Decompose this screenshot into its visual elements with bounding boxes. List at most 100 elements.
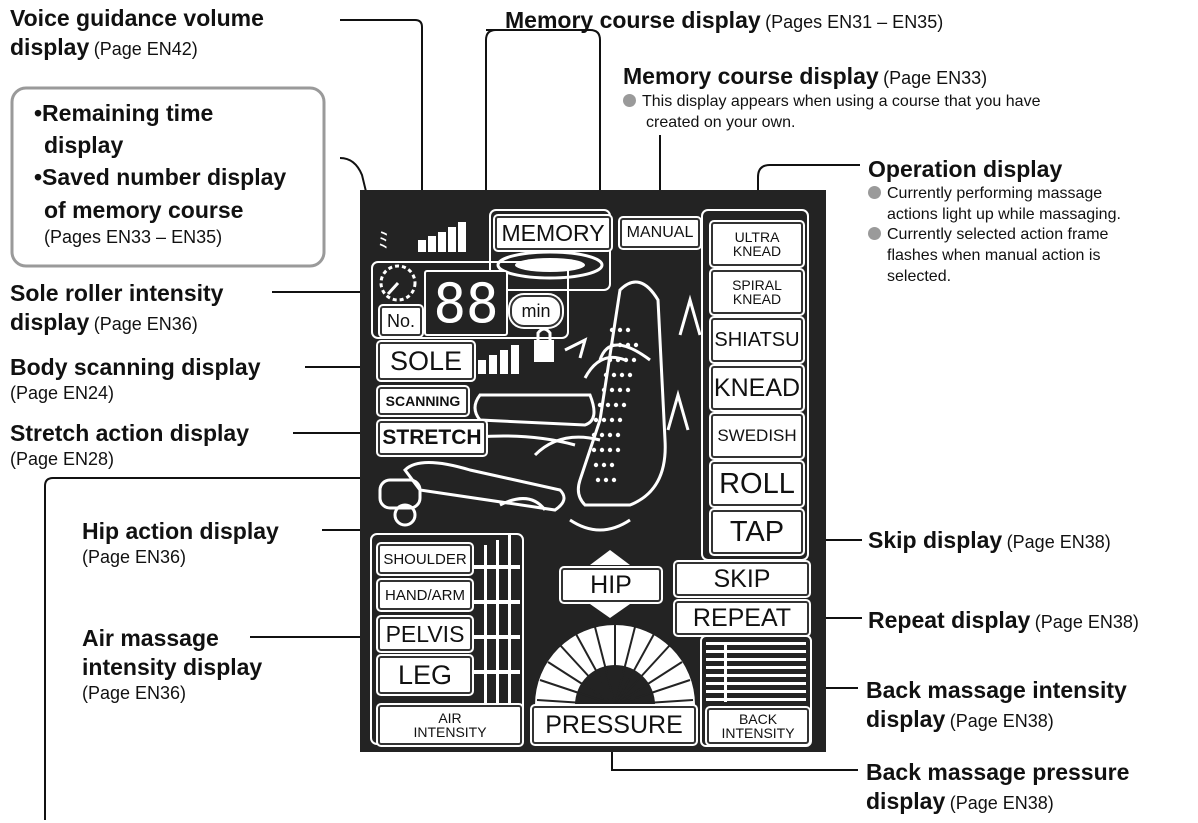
back-intensity-l2: INTENSITY <box>721 725 795 741</box>
remaining-time-page: (Pages EN33 – EN35) <box>44 226 223 247</box>
voice-guidance-title: Voice guidance volume <box>10 5 264 31</box>
operation-title: Operation display <box>868 156 1063 182</box>
back-intensity-l1: BACK <box>738 711 778 727</box>
memory-dial-icon <box>496 250 604 280</box>
lock-icon <box>534 340 554 362</box>
remaining-time-box <box>10 86 326 268</box>
air-intensity-bars-icon <box>474 535 520 705</box>
action-ultra-knead: ULTRA KNEAD <box>711 222 803 266</box>
pressure-segment: PRESSURE <box>532 706 696 744</box>
action-ultra-knead-l2: KNEAD <box>732 243 782 259</box>
voice-guidance-title2: display <box>10 33 90 60</box>
bullet-dot-icon <box>868 185 881 199</box>
memory-course-manual-note1: This display appears when using a course… <box>642 92 1041 110</box>
back-intensity-title: Back massage intensity <box>866 677 1127 703</box>
memory-segment: MEMORY <box>495 216 611 250</box>
back-pressure-callout: Back massage pressure display (Page EN38… <box>866 758 1129 816</box>
skip-segment: SKIP <box>675 562 809 596</box>
memory-course-top-callout: Memory course display (Pages EN31 – EN35… <box>505 6 943 35</box>
repeat-page: (Page EN38) <box>1034 612 1139 632</box>
hip-segment: HIP <box>561 568 661 602</box>
body-scanning-callout: Body scanning display (Page EN24) <box>10 353 261 404</box>
stretch-page: (Page EN28) <box>10 448 115 469</box>
skip-callout: Skip display (Page EN38) <box>868 526 1111 555</box>
action-tap: TAP <box>711 510 803 554</box>
memory-course-manual-callout: Memory course display (Page EN33) This d… <box>623 62 1040 133</box>
memory-course-manual-title: Memory course display <box>623 63 879 89</box>
back-intensity-frame <box>700 635 812 747</box>
memory-course-top-page: (Pages EN31 – EN35) <box>765 12 944 32</box>
sole-bars-icon <box>478 345 519 374</box>
air-massage-page: (Page EN36) <box>82 682 187 703</box>
hip-action-page: (Page EN36) <box>82 546 187 567</box>
air-massage-title2: intensity display <box>82 653 263 680</box>
memory-course-top-title: Memory course display <box>505 7 761 33</box>
operation-note2-line3: selected. <box>887 267 952 285</box>
remaining-time-line2: display <box>44 132 124 159</box>
action-ultra-knead-l1: ULTRA <box>734 229 780 245</box>
timer-frame <box>371 261 569 339</box>
back-intensity-segment: BACK INTENSITY <box>707 708 809 744</box>
air-intensity-l2: INTENSITY <box>413 724 487 740</box>
stretch-segment: STRETCH <box>378 421 486 455</box>
manual-segment: MANUAL <box>620 218 700 248</box>
spine-dots-icon <box>591 327 639 483</box>
operation-note2-line1: Currently selected action frame <box>887 226 1109 244</box>
motion-arrows-icon <box>499 294 702 532</box>
skip-page: (Page EN38) <box>1006 532 1111 552</box>
air-intensity-l1: AIR <box>438 710 462 726</box>
bullet-dot-icon <box>623 93 636 107</box>
remaining-time-line1: •Remaining time <box>34 100 214 126</box>
operation-note1-line1: Currently performing massage <box>887 184 1103 202</box>
air-leg: LEG <box>378 656 472 694</box>
air-massage-title: Air massage <box>82 625 219 651</box>
timer-digits: 88 <box>424 270 508 336</box>
repeat-title: Repeat display <box>868 607 1031 633</box>
clock-icon <box>379 264 417 302</box>
back-pressure-title2: display <box>866 787 946 814</box>
air-hand-arm: HAND/ARM <box>378 580 472 610</box>
min-segment: min <box>510 295 562 327</box>
stretch-title: Stretch action display <box>10 420 250 446</box>
memory-course-manual-page: (Page EN33) <box>883 68 988 88</box>
massage-chair-icon <box>378 280 667 527</box>
volume-bars-icon <box>418 222 466 252</box>
air-shoulder: SHOULDER <box>378 544 472 574</box>
air-intensity-segment: AIR INTENSITY <box>378 705 522 745</box>
remaining-time-line4: of memory course <box>44 196 244 223</box>
operation-note1-line2: actions light up while massaging. <box>887 205 1121 223</box>
body-scanning-page: (Page EN24) <box>10 382 115 403</box>
operation-note2-line2: flashes when manual action is <box>887 247 1101 265</box>
back-intensity-callout: Back massage intensity display (Page EN3… <box>866 676 1127 734</box>
voice-guidance-page: (Page EN42) <box>93 38 198 59</box>
back-pressure-title: Back massage pressure <box>866 759 1130 785</box>
action-swedish: SWEDISH <box>711 414 803 458</box>
back-intensity-bars-icon <box>706 642 806 702</box>
no-segment: No. <box>380 306 422 336</box>
voice-guidance-callout: Voice guidance volume display (Page EN42… <box>10 4 264 62</box>
action-knead: KNEAD <box>711 366 803 410</box>
memory-frame <box>489 209 611 291</box>
sole-roller-callout: Sole roller intensity display (Page EN36… <box>10 279 223 337</box>
back-pressure-page: (Page EN38) <box>949 792 1054 813</box>
sole-segment: SOLE <box>378 342 474 380</box>
bullet-dot-icon <box>868 227 881 241</box>
body-scanning-title: Body scanning display <box>10 354 261 380</box>
remaining-time-line3: •Saved number display <box>34 164 287 191</box>
repeat-callout: Repeat display (Page EN38) <box>868 606 1139 635</box>
back-intensity-page: (Page EN38) <box>949 710 1054 731</box>
hip-up-arrow-icon <box>590 550 630 565</box>
skip-title: Skip display <box>868 527 1003 553</box>
repeat-segment: REPEAT <box>675 601 809 635</box>
action-spiral-knead-l1: SPIRAL <box>732 277 782 293</box>
action-spiral-knead-l2: KNEAD <box>732 291 782 307</box>
air-massage-callout: Air massage intensity display (Page EN36… <box>82 624 262 704</box>
action-column-frame <box>701 209 809 561</box>
action-roll: ROLL <box>711 462 803 506</box>
action-shiatsu: SHIATSU <box>711 318 803 362</box>
hip-down-arrow-icon <box>590 604 630 618</box>
sole-roller-title2: display <box>10 308 90 335</box>
stretch-callout: Stretch action display (Page EN28) <box>10 419 249 470</box>
sole-roller-page: (Page EN36) <box>93 313 198 334</box>
back-intensity-title2: display <box>866 705 946 732</box>
